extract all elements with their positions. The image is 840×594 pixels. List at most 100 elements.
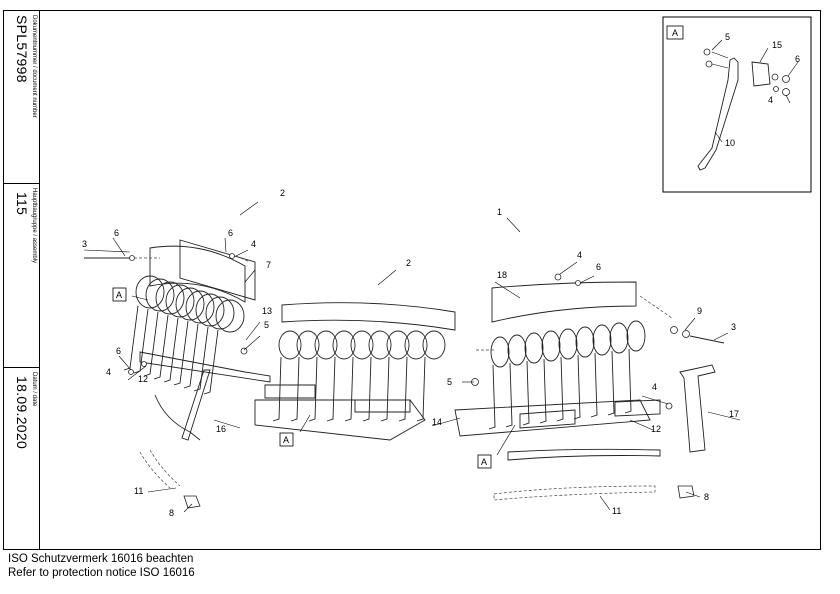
label-part-2: 2 [280,188,285,198]
date-label: Datum / date [31,372,37,407]
label-part-8: 8 [704,492,709,502]
spring-tine-leg [123,305,139,371]
spring-tine-coil [332,330,356,360]
label-part-5: 5 [447,377,452,387]
spring-tine-coil [386,330,410,360]
detail-reference-markers: A A A [112,287,492,469]
document-number: SPL57998 [14,15,30,83]
spring-tine-coil [626,320,646,352]
label-part-16: 16 [216,424,226,434]
label-part-5: 5 [264,320,269,330]
leader-lines [83,39,799,513]
spring-tine-coil [350,330,374,360]
spring-tine-coil [185,290,215,324]
spring-tine-coil [507,334,527,366]
spring-tine-leg [290,356,300,422]
label-part-7: 7 [266,260,271,270]
label-part-5: 5 [725,32,730,42]
spring-tine-leg [183,323,199,389]
spring-tine-coil [175,287,205,321]
spring-tine-coil [575,326,595,358]
label-part-15: 15 [772,40,782,50]
left-tine-assembly [123,239,271,509]
spring-tine-leg [556,356,564,422]
date-cell: 18.09.2020 Datum / date [4,367,40,549]
spring-tine-coil [314,330,338,360]
spring-tine-coil [541,330,561,362]
label-part-6: 6 [795,54,800,64]
date: 18.09.2020 [14,376,30,450]
right-tine-assembly [454,281,716,501]
svg-text:A: A [481,457,487,467]
spring-tine-coil [490,336,510,368]
label-part-8: 8 [169,508,174,518]
spring-tine-leg [272,356,282,422]
svg-text:A: A [283,435,289,445]
label-part-11: 11 [612,506,621,516]
spring-tine-leg [398,356,408,422]
protection-notice: ISO Schutzvermerk 16016 beachten Refer t… [8,552,195,580]
assembly-number: 115 [14,192,30,216]
detail-a-view: A [662,16,812,193]
detail-a-label: A [672,28,678,38]
document-number-label: Dokumentnummer / document number [31,15,37,118]
spring-tine-leg [193,326,209,392]
spring-tine-leg [416,356,426,422]
spring-tine-leg [573,354,581,420]
spring-tine-leg [505,362,513,428]
document-number-cell: SPL57998 Dokumentnummer / document numbe… [4,11,40,183]
label-part-3: 3 [82,239,87,249]
label-part-13: 13 [262,306,272,316]
spring-tine-coil [195,293,225,327]
spring-tine-coil [592,324,612,356]
spring-tine-leg [163,317,179,383]
spring-tine-leg [344,356,354,422]
spring-tine-coil [165,284,195,318]
spring-tine-coil [296,330,320,360]
spring-tine-leg [522,360,530,426]
spring-tine-coil [205,296,235,330]
spring-tine-leg [326,356,336,422]
svg-text:A: A [116,290,122,300]
spring-tine-coil [135,275,165,309]
label-part-6: 6 [596,262,601,272]
spring-tine-leg [380,356,390,422]
spring-tine-coil [155,281,185,315]
label-part-14: 14 [432,417,442,427]
label-part-10: 10 [725,138,735,148]
spring-tine-coil [215,299,245,333]
spring-tine-coil [368,330,392,360]
spring-tine-leg [308,356,318,422]
spring-tine-leg [143,311,159,377]
label-part-17: 17 [729,409,739,419]
label-part-11: 11 [134,486,143,496]
spring-tine-leg [624,348,632,414]
label-part-3: 3 [731,322,736,332]
spring-tine-coil [422,330,446,360]
spring-tine-coil [404,330,428,360]
spring-tine-leg [539,358,547,424]
exploded-parts-diagram: A [82,16,812,518]
spring-tine-leg [153,314,169,380]
spring-tine-coil [609,322,629,354]
spring-tine-coil [278,330,302,360]
spring-tine-leg [203,329,219,395]
spring-tine-leg [590,352,598,418]
drawing-frame: SPL57998 Dokumentnummer / document numbe… [3,10,821,550]
assembly-cell: 115 Hauptbaugruppe / assembly [4,183,40,367]
label-part-6: 6 [116,346,121,356]
middle-tine-assembly [254,302,456,441]
label-part-4: 4 [652,382,657,392]
label-part-12: 12 [651,424,661,434]
spring-tine-coil [558,328,578,360]
label-part-6: 6 [228,228,233,238]
spring-tine-leg [362,356,372,422]
label-part-1: 1 [497,207,502,217]
protection-notice-en: Refer to protection notice ISO 16016 [8,567,195,579]
label-part-6: 6 [114,228,119,238]
label-part-18: 18 [497,270,507,280]
label-part-4: 4 [577,250,582,260]
fasteners [84,253,725,410]
label-part-4: 4 [106,367,111,377]
spring-tine-leg [607,350,615,416]
